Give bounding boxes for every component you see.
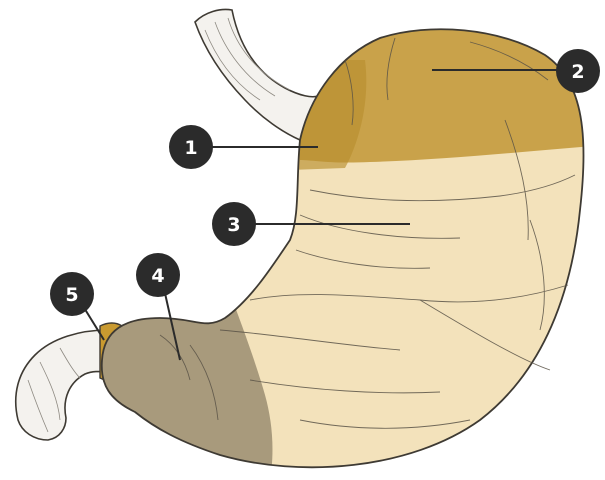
callout-5-label: 5 xyxy=(65,284,78,306)
duodenum xyxy=(16,330,110,440)
callout-3-label: 3 xyxy=(227,214,240,236)
callout-1-label: 1 xyxy=(184,137,197,159)
callout-4-label: 4 xyxy=(151,265,164,287)
callout-2-label: 2 xyxy=(571,61,584,83)
esophagus xyxy=(195,10,318,141)
